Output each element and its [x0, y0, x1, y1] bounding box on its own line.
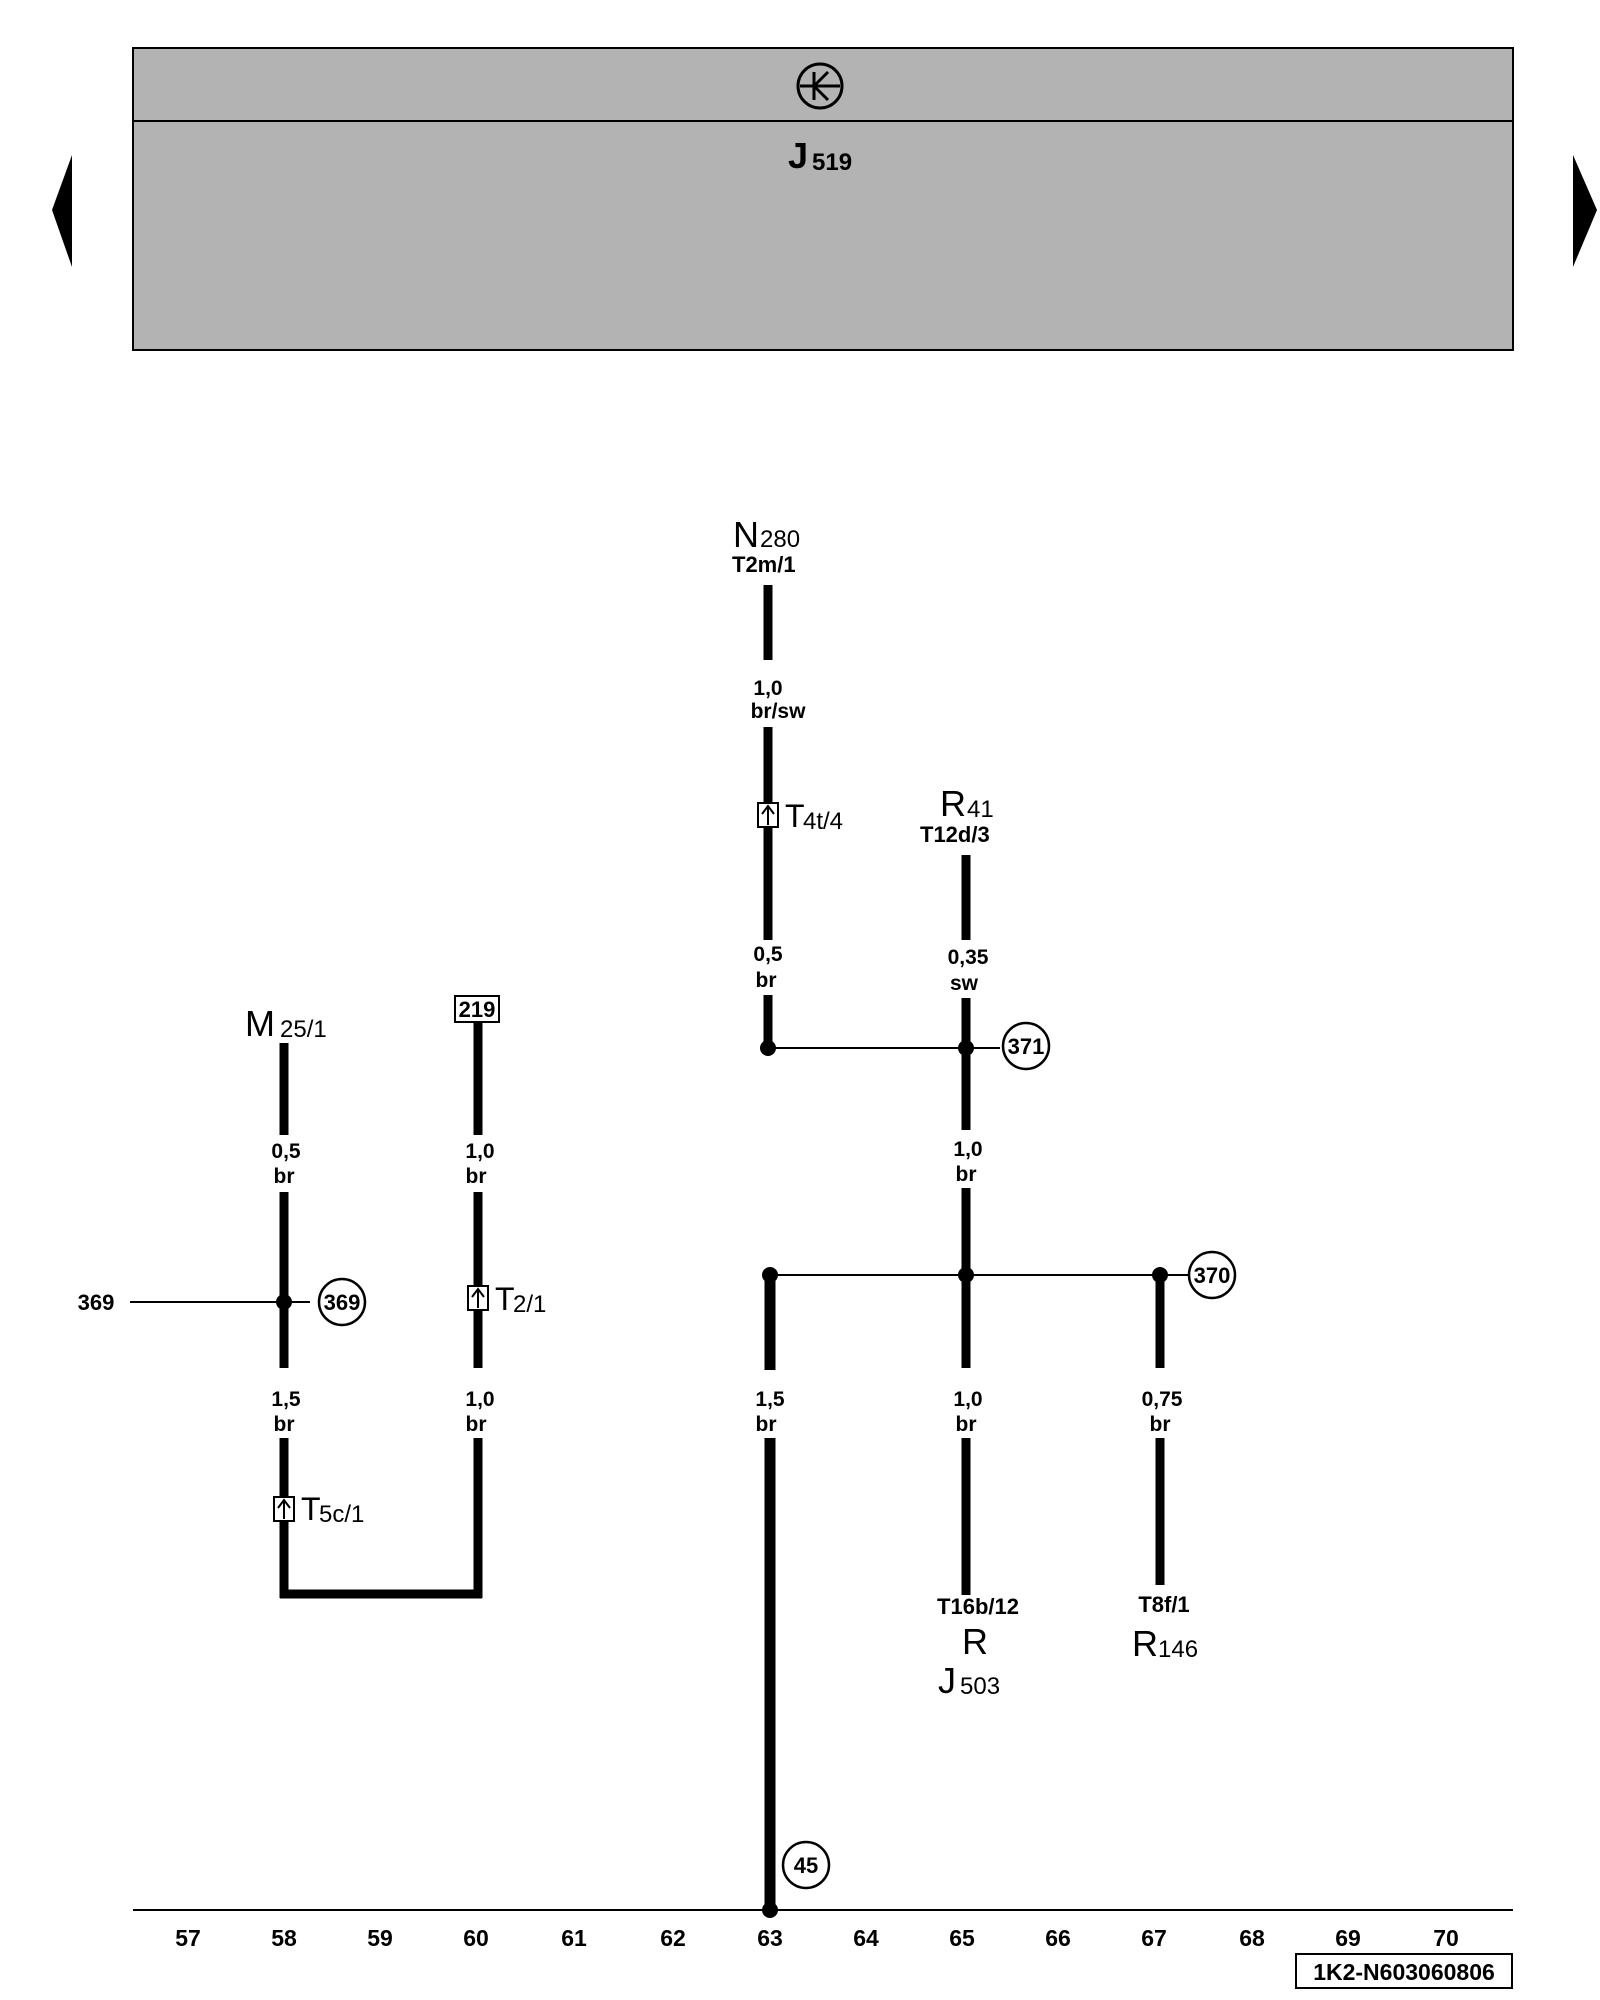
wire-w8-color: br — [466, 1413, 487, 1436]
wire-w9-color: br — [756, 1413, 777, 1436]
r146-number: 146 — [1158, 1636, 1198, 1663]
ref-circle-45: 45 — [781, 1840, 831, 1890]
ref-45-label: 45 — [794, 1853, 818, 1878]
column-number: 69 — [1335, 1925, 1361, 1951]
t2-letter: T — [495, 1281, 515, 1317]
column-number: 58 — [271, 1925, 297, 1951]
column-number: 70 — [1433, 1925, 1459, 1951]
control-unit-letter: J — [788, 135, 808, 176]
wire-w8-size: 1,0 — [465, 1388, 494, 1411]
r41-terminal: T12d/3 — [920, 822, 990, 847]
connector-t2-icon — [467, 1285, 489, 1311]
transistor-symbol-icon — [796, 62, 844, 110]
wire-w7-color: br — [274, 1413, 295, 1436]
drawing-code: 1K2-N603060806 — [1313, 1959, 1495, 1985]
ref-370-label: 370 — [1194, 1263, 1231, 1288]
j503-terminal: T16b/12 — [937, 1594, 1019, 1619]
r146-letter: R — [1132, 1623, 1158, 1664]
column-number: 63 — [757, 1925, 783, 1951]
wire-w9-size: 1,5 — [755, 1388, 785, 1411]
junction-dot — [276, 1294, 292, 1310]
t5c-letter: T — [301, 1491, 321, 1527]
j503-number: 503 — [960, 1673, 1000, 1700]
wire-w11-size: 0,75 — [1142, 1388, 1183, 1411]
n280-number: 280 — [760, 526, 800, 553]
line-369-label: 369 — [78, 1290, 115, 1315]
ref-circle-371: 371 — [1001, 1021, 1051, 1071]
connector-t5c-icon — [273, 1496, 295, 1522]
ref-369-label: 369 — [324, 1290, 361, 1315]
m25-number: 25/1 — [280, 1016, 327, 1043]
j503-letter: J — [938, 1660, 956, 1701]
wire-w11-color: br — [1150, 1413, 1171, 1436]
wire-w10-color: br — [956, 1413, 977, 1436]
ref-371-label: 371 — [1008, 1034, 1045, 1059]
wire-w10-size: 1,0 — [953, 1388, 982, 1411]
wire-w6-color: br — [466, 1165, 487, 1188]
wire-w5-color: br — [274, 1165, 295, 1188]
component-r146: T8f/1 R 146 — [1132, 1592, 1198, 1664]
box-219-label: 219 — [459, 997, 496, 1022]
component-m25: M 25/1 — [245, 1003, 327, 1044]
control-unit-number: 519 — [812, 149, 852, 176]
wire-w1-size: 1,0 — [753, 677, 782, 700]
r41-number: 41 — [967, 796, 994, 823]
drawing-code-box: 1K2-N603060806 — [1295, 1953, 1513, 1989]
wire-w4-color: br — [956, 1163, 977, 1186]
wire-w1-color: br/sw — [751, 700, 807, 723]
connector-t4t-icon — [757, 802, 779, 828]
wire-w6-size: 1,0 — [465, 1140, 494, 1163]
column-number: 66 — [1045, 1925, 1071, 1951]
junction-dot — [958, 1040, 974, 1056]
wire-w3-size: 0,35 — [948, 946, 989, 969]
previous-page-arrow-icon[interactable] — [52, 155, 72, 267]
junction-dot — [760, 1040, 776, 1056]
wire-w7-size: 1,5 — [271, 1388, 301, 1411]
component-r41: R 41 T12d/3 — [920, 783, 994, 847]
t4t-letter: T — [785, 798, 805, 834]
r146-terminal: T8f/1 — [1138, 1592, 1189, 1617]
component-n280: N 280 T2m/1 — [732, 514, 800, 577]
wire-w4-size: 1,0 — [953, 1138, 982, 1161]
junction-dot — [958, 1267, 974, 1283]
column-number: 65 — [949, 1925, 975, 1951]
t2-pin: 2/1 — [513, 1291, 546, 1318]
t5c-pin: 5c/1 — [319, 1501, 364, 1528]
j503-pin: R — [962, 1621, 988, 1662]
wire-w2-color: br — [756, 969, 777, 992]
r41-letter: R — [940, 783, 966, 824]
n280-terminal: T2m/1 — [732, 552, 796, 577]
column-number: 62 — [660, 1925, 686, 1951]
ref-circle-370: 370 — [1187, 1250, 1237, 1300]
component-j503: T16b/12 R J 503 — [937, 1594, 1019, 1701]
column-number: 64 — [853, 1925, 879, 1951]
column-number: 61 — [561, 1925, 587, 1951]
column-number: 59 — [367, 1925, 393, 1951]
column-numbers: 57 58 59 60 61 62 63 64 65 66 67 68 69 70 — [175, 1925, 1459, 1951]
column-number: 57 — [175, 1925, 201, 1951]
n280-letter: N — [733, 514, 759, 555]
column-number: 67 — [1141, 1925, 1167, 1951]
control-unit-j519: J 519 — [132, 47, 1514, 351]
wire-w3-color: sw — [950, 972, 979, 995]
column-number: 68 — [1239, 1925, 1265, 1951]
wire-w5-size: 0,5 — [271, 1140, 301, 1163]
ref-box-219: 219 — [454, 995, 500, 1023]
t4t-pin: 4t/4 — [803, 808, 843, 835]
column-number: 60 — [463, 1925, 489, 1951]
next-page-arrow-icon[interactable] — [1573, 155, 1597, 267]
ref-circle-369: 369 — [317, 1277, 367, 1327]
wire-w2-size: 0,5 — [753, 943, 783, 966]
m25-letter: M — [245, 1003, 275, 1044]
